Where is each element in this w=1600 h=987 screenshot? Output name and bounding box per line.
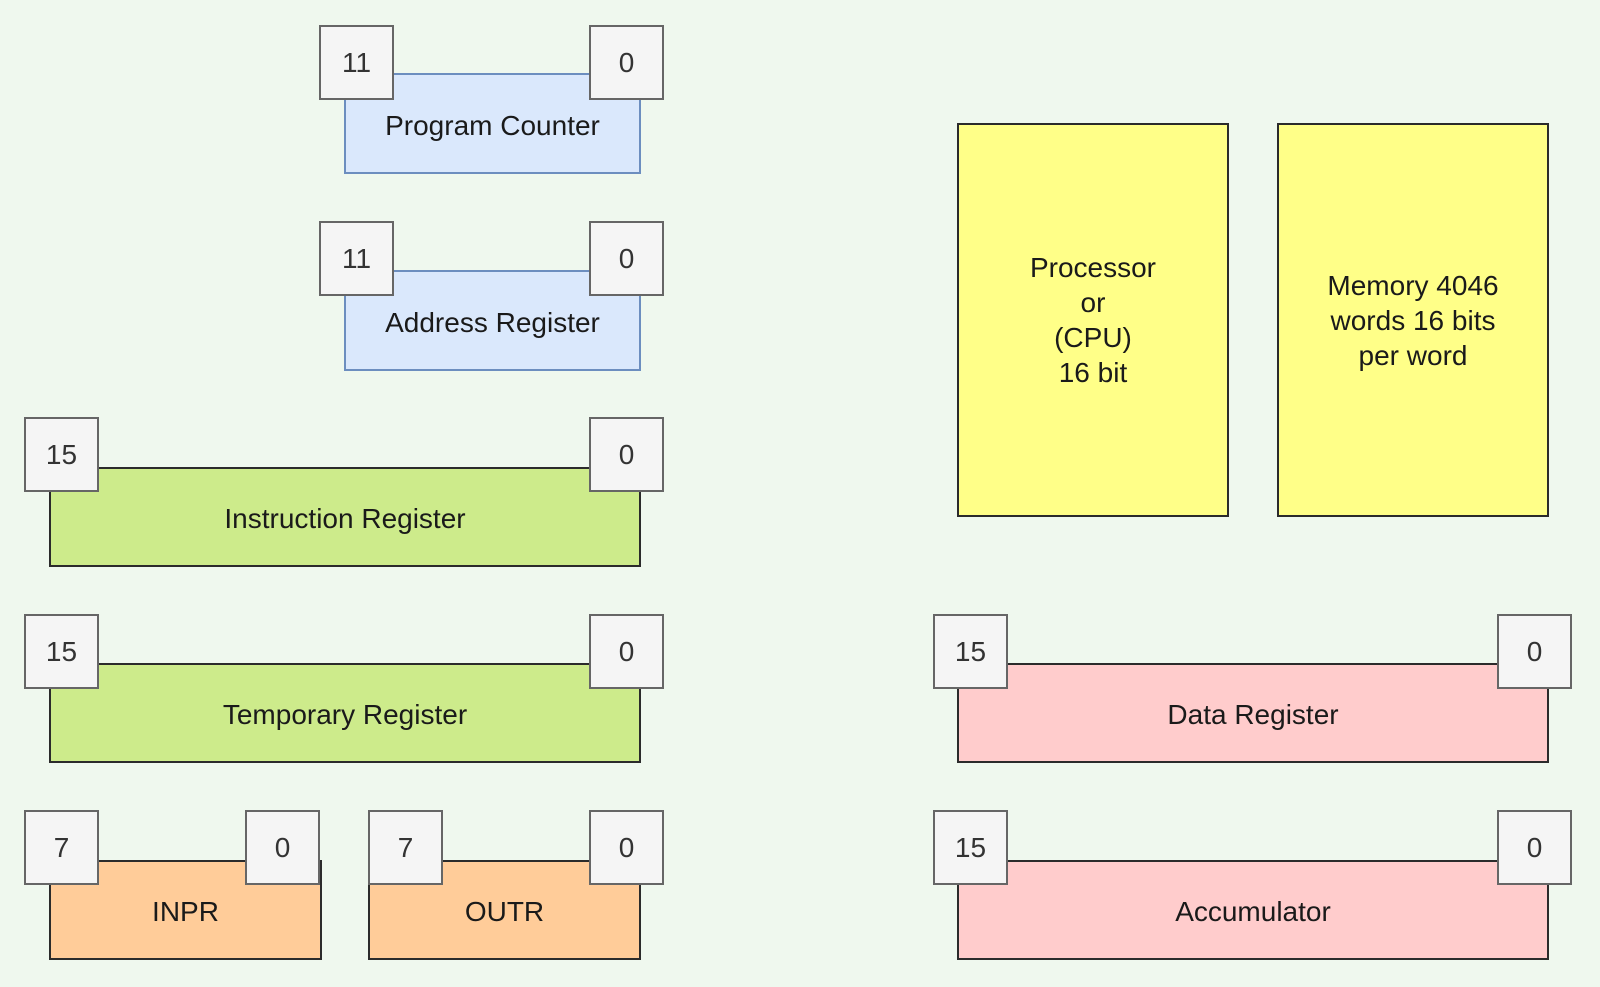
data-register: Data Register — [957, 663, 1549, 763]
accumulator-low-bit: 0 — [1497, 810, 1572, 885]
instruction-register-high-bit: 15 — [24, 417, 99, 492]
accumulator-label: Accumulator — [1175, 896, 1331, 927]
address-register-label: Address Register — [385, 307, 600, 338]
program-counter-low-bit: 0 — [589, 25, 664, 100]
temporary-register-label: Temporary Register — [222, 699, 468, 730]
temporary-register-low-bit: 0 — [589, 614, 664, 689]
inpr-high-bit: 7 — [24, 810, 99, 885]
data-register-high-bit: 15 — [933, 614, 1008, 689]
address-register-low-bit: 0 — [589, 221, 664, 296]
instruction-register-low-bit: 0 — [589, 417, 664, 492]
temporary-register-high-bit: 15 — [24, 614, 99, 689]
outr-low-bit: 0 — [589, 810, 664, 885]
accumulator-register: Accumulator — [957, 860, 1549, 960]
outr-label: OUTR — [464, 896, 545, 927]
inpr-label: INPR — [152, 896, 219, 927]
data-register-low-bit: 0 — [1497, 614, 1572, 689]
instruction-register: Instruction Register — [49, 467, 641, 567]
data-register-label: Data Register — [1167, 699, 1339, 730]
address-register: Address Register — [344, 270, 641, 371]
inpr-low-bit: 0 — [245, 810, 320, 885]
processor-label: Processor or (CPU) 16 bit — [1029, 252, 1157, 388]
accumulator-high-bit: 15 — [933, 810, 1008, 885]
memory-label: Memory 4046 words 16 bits per word — [1327, 269, 1499, 371]
memory-block: Memory 4046 words 16 bits per word — [1277, 123, 1549, 517]
outr-high-bit: 7 — [368, 810, 443, 885]
address-register-high-bit: 11 — [319, 221, 394, 296]
program-counter-label: Program Counter — [385, 110, 600, 141]
instruction-register-label: Instruction Register — [224, 503, 466, 534]
temporary-register: Temporary Register — [49, 663, 641, 763]
processor-block: Processor or (CPU) 16 bit — [957, 123, 1229, 517]
program-counter-high-bit: 11 — [319, 25, 394, 100]
